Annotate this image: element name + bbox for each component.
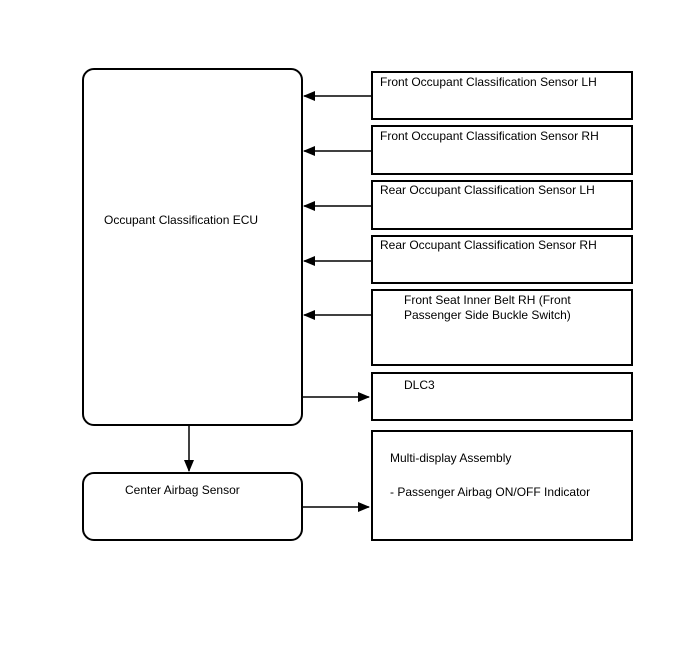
front-lh-sensor-label: Front Occupant Classification Sensor LH [380, 75, 597, 89]
dlc3-label: DLC3 [404, 378, 435, 392]
center-airbag-label: Center Airbag Sensor [125, 483, 240, 497]
center-airbag-box [82, 472, 303, 541]
dlc3-box [371, 372, 633, 421]
front-rh-sensor-label: Front Occupant Classification Sensor RH [380, 129, 599, 143]
front-rh-sensor-box [371, 125, 633, 175]
rear-rh-sensor-box [371, 235, 633, 284]
ecu-box [82, 68, 303, 426]
rear-lh-sensor-label: Rear Occupant Classification Sensor LH [380, 183, 595, 197]
front-lh-sensor-box [371, 71, 633, 120]
ecu-label: Occupant Classification ECU [104, 213, 259, 227]
rear-rh-sensor-label: Rear Occupant Classification Sensor RH [380, 238, 597, 252]
multi-display-item: - Passenger Airbag ON/OFF Indicator [390, 485, 591, 499]
buckle-switch-label-line1: Front Seat Inner Belt RH (Front [404, 293, 571, 307]
multi-display-box [371, 430, 633, 541]
rear-lh-sensor-box [371, 180, 633, 230]
buckle-switch-box [371, 289, 633, 366]
multi-display-title: Multi-display Assembly [390, 451, 512, 465]
buckle-switch-label-line2: Passenger Side Buckle Switch) [404, 308, 571, 322]
